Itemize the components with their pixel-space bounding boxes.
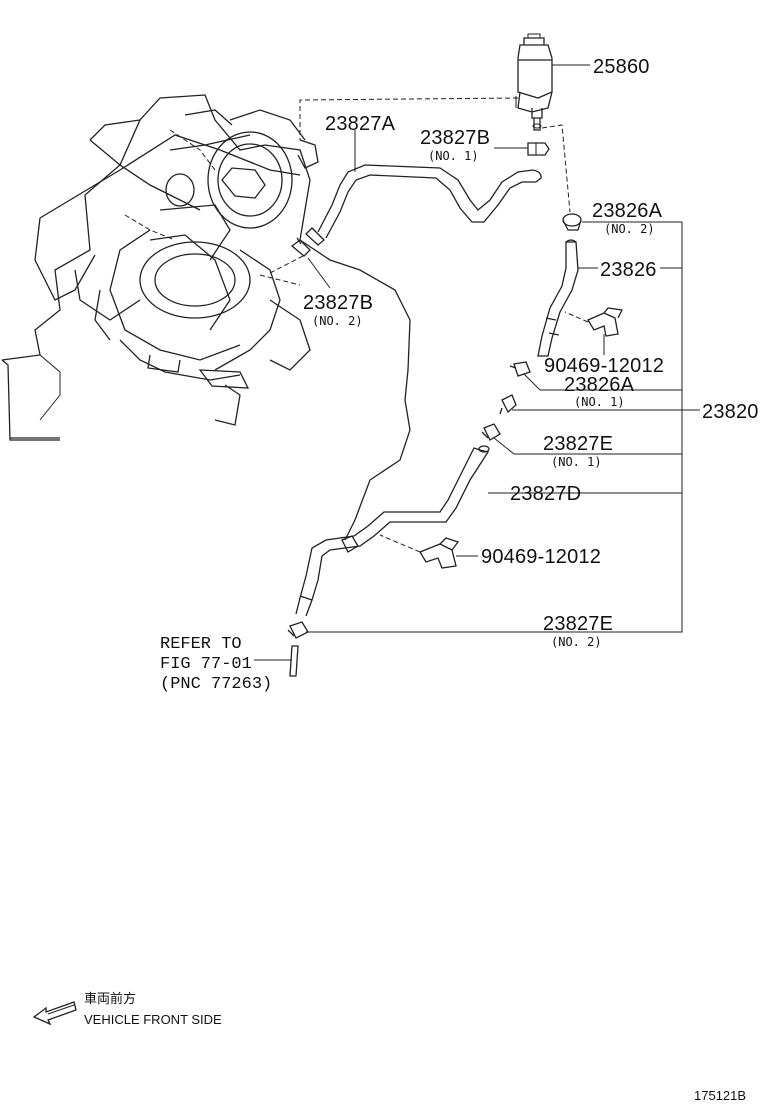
label-23826a-no1: 23826A [564, 374, 635, 396]
label-23827a: 23827A [325, 113, 396, 135]
dash-bracket-lower [379, 534, 421, 553]
label-23820: 23820 [702, 401, 759, 423]
label-25860: 25860 [593, 56, 650, 78]
fitting-23820 [499, 394, 517, 415]
figure-number: 175121B [694, 1088, 746, 1103]
label-23827b-no1-sub: (NO. 1) [428, 149, 479, 163]
label-23826a-no1-sub: (NO. 1) [574, 395, 625, 409]
leader-23827b-no2 [307, 257, 331, 289]
label-23827e-no2-sub: (NO. 2) [551, 635, 602, 649]
clamp-23827e-no1 [481, 423, 501, 441]
engine-illustration [1, 94, 411, 541]
label-23827d: 23827D [510, 483, 581, 505]
clip-23827b-no1 [527, 142, 550, 156]
label-23826a-no2: 23826A [592, 200, 663, 222]
front-label-japanese: 車両前方 [84, 991, 136, 1006]
label-90469-lower: 90469-12012 [481, 546, 601, 568]
vsv-valve-25860 [515, 33, 553, 131]
hose-23827a [305, 130, 542, 246]
label-23827b-no2: 23827B [303, 292, 373, 314]
label-23827b-no2-sub: (NO. 2) [312, 314, 363, 328]
front-label-english: VEHICLE FRONT SIDE [84, 1012, 222, 1027]
dash-vsv-23826A [541, 124, 571, 213]
label-23826a-no2-sub: (NO. 2) [604, 222, 655, 236]
clip-23827b-no2 [290, 237, 311, 257]
label-23826: 23826 [600, 259, 657, 281]
dash-bracket-upper [564, 311, 589, 323]
dash-vsv-engine [299, 97, 519, 140]
clamp-23827e-no2 [287, 621, 309, 639]
label-23827e-no2: 23827E [543, 613, 613, 635]
arrow-left-icon [32, 1001, 77, 1026]
label-23827e-no1: 23827E [543, 433, 613, 455]
vehicle-front-indicator: 車両前方 VEHICLE FRONT SIDE [32, 991, 222, 1027]
clamp-23826a-no1 [509, 361, 531, 377]
clamp-23826a-no2 [562, 213, 582, 231]
refer-line-2: FIG 77-01 [160, 655, 252, 674]
pipe-to-ref [289, 645, 299, 677]
label-23827e-no1-sub: (NO. 1) [551, 455, 602, 469]
hose-23827d [295, 445, 490, 617]
bracket-90469-upper [587, 307, 623, 337]
label-90469-upper: 90469-12012 [544, 355, 664, 377]
dash-clip-engine [269, 255, 304, 274]
refer-line-1: REFER TO [160, 635, 242, 654]
hose-23826 [537, 239, 579, 357]
label-23827b-no1: 23827B [420, 127, 490, 149]
bracket-90469-lower [419, 537, 460, 569]
group-bracket-23820 [614, 221, 683, 633]
leader-23827e-no1 [493, 437, 682, 455]
refer-line-3: (PNC 77263) [160, 675, 272, 694]
leader-23826a-no1 [523, 373, 682, 391]
